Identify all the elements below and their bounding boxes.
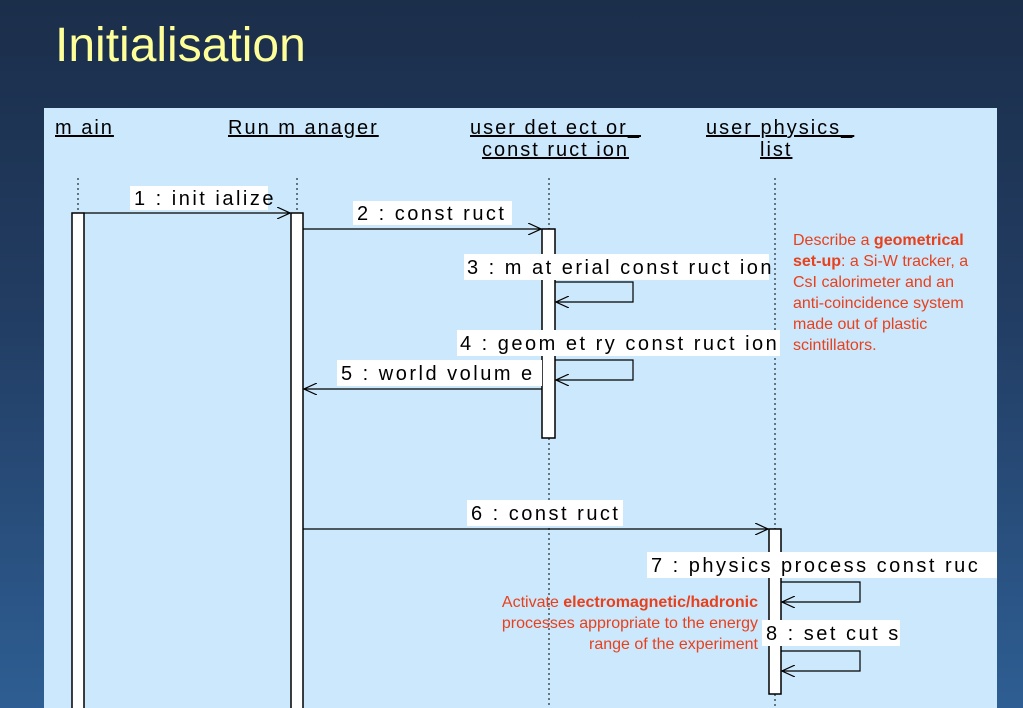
message-label-8: 8 : set cut s	[766, 623, 901, 645]
geometry-note-post: : a Si-W tracker, a CsI calorimeter and …	[793, 253, 969, 354]
arrow-3-material-self	[555, 281, 634, 302]
geometry-note: Describe a geometrical set-up: a Si-W tr…	[793, 230, 988, 356]
arrow-7-physics-self	[781, 581, 861, 602]
activation-main	[71, 212, 85, 708]
message-label-1: 1 : init ialize	[134, 188, 276, 210]
message-label-backgrounds	[130, 186, 997, 646]
participant-run-manager-label: Run m anager	[228, 117, 379, 139]
message-label-4: 4 : geom et ry const ruct ion	[460, 333, 779, 355]
page-title: Initialisation	[55, 19, 306, 72]
message-label-2: 2 : const ruct	[357, 203, 507, 225]
physics-note-post: processes appropriate to the energy rang…	[501, 615, 758, 653]
physics-note-bold: electromagnetic/hadronic	[563, 594, 758, 611]
geometry-note-bold: geometrical set-up	[793, 232, 964, 270]
physics-note-pre: Activate	[501, 594, 564, 611]
arrow-8-cuts-self	[781, 650, 861, 671]
participant-physics-label-line1: user physics_	[706, 117, 854, 139]
geometry-note-pre: Describe a	[793, 232, 874, 249]
participant-detector-label-line2: const ruct ion	[482, 139, 629, 161]
activation-run-manager	[290, 212, 304, 708]
physics-note: Activate electromagnetic/hadronic proces…	[468, 592, 758, 655]
participant-detector-label-line1: user det ect or_	[470, 117, 641, 139]
message-label-5: 5 : world volum e	[341, 363, 535, 385]
participant-physics-label-line2: list	[760, 139, 792, 161]
message-label-7: 7 : physics process const ruc	[651, 555, 980, 577]
participant-main-label: m ain	[55, 117, 114, 139]
message-arrows	[84, 213, 861, 671]
message-label-3: 3 : m at erial const ruct ion	[467, 257, 774, 279]
arrow-4-geometry-self	[555, 359, 634, 380]
message-label-6: 6 : const ruct	[471, 503, 621, 525]
